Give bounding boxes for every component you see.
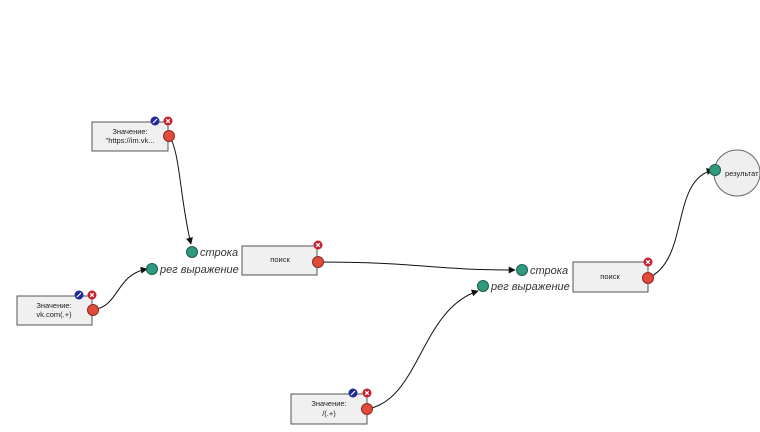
close-icon[interactable] (312, 239, 324, 251)
value-node-vk-regex-line2: vk.com(.+) (36, 310, 72, 319)
connections (92, 135, 714, 410)
wire-search2-to-result[interactable] (647, 168, 714, 279)
close-icon[interactable] (86, 289, 98, 301)
pencil-icon[interactable] (73, 289, 85, 301)
output-port[interactable] (163, 130, 175, 142)
value-node-vk-regex[interactable]: Значение: vk.com(.+) (16, 289, 99, 326)
output-port[interactable] (642, 272, 654, 284)
port-label-regex: рег выражение (159, 264, 239, 276)
close-icon[interactable] (361, 387, 373, 399)
input-port-regex[interactable] (146, 263, 158, 275)
search-node-2-label: поиск (600, 272, 620, 281)
close-icon[interactable] (162, 115, 174, 127)
wire-search1-to-search2-string[interactable] (317, 261, 516, 274)
output-port[interactable] (312, 256, 324, 268)
input-port-regex[interactable] (477, 280, 489, 292)
result-node-label: результат (725, 169, 759, 178)
search-node-1-label: поиск (270, 255, 290, 264)
search-node-2[interactable]: поиск строка рег выражение (477, 256, 654, 294)
wire-vkregex-to-search1-regex[interactable] (92, 266, 148, 311)
value-node-url[interactable]: Значение: "https://im.vk... (91, 115, 175, 152)
input-port-string[interactable] (186, 246, 198, 258)
wire-url-to-search1-string[interactable] (168, 135, 193, 245)
result-node[interactable]: результат (709, 149, 760, 197)
port-label-string: строка (530, 265, 568, 277)
value-node-url-line1: Значение: (112, 127, 147, 136)
close-icon[interactable] (642, 256, 654, 268)
value-node-regex-2[interactable]: Значение: /(.+) (290, 387, 373, 425)
input-port-string[interactable] (516, 264, 528, 276)
value-node-regex-2-line2: /(.+) (322, 409, 336, 418)
pencil-icon[interactable] (347, 387, 359, 399)
wire-regex2-to-search2-regex[interactable] (366, 289, 479, 410)
port-label-string: строка (200, 247, 238, 259)
output-port[interactable] (87, 304, 99, 316)
value-node-regex-2-line1: Значение: (311, 399, 346, 408)
port-label-regex: рег выражение (490, 281, 570, 293)
value-node-url-line2: "https://im.vk... (106, 136, 155, 145)
pencil-icon[interactable] (149, 115, 161, 127)
search-node-1[interactable]: поиск строка рег выражение (146, 239, 324, 277)
value-node-vk-regex-line1: Значение: (36, 301, 71, 310)
input-port[interactable] (709, 164, 721, 176)
output-port[interactable] (361, 403, 373, 415)
